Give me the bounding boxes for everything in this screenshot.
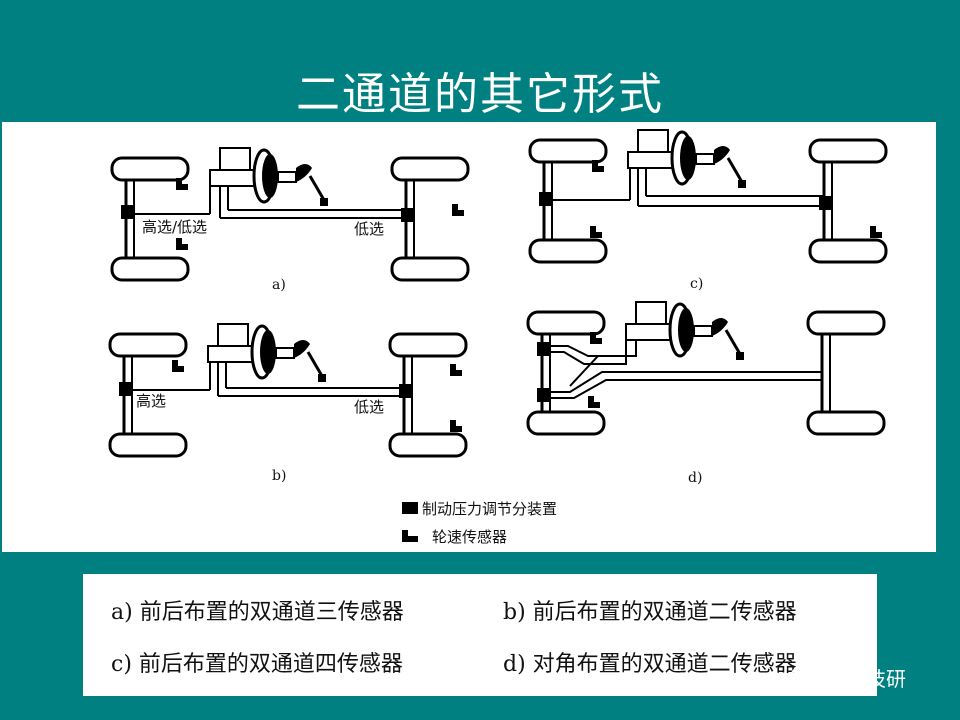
diagram-panel: 高选/低选 低选 a) 高选 低选 b) <box>2 122 936 552</box>
diagram-a-sublabel: a) <box>272 277 286 293</box>
sensor-legend-swatch <box>402 530 418 542</box>
caption-b: b) 前后布置的双通道二传感器 <box>503 600 797 625</box>
watermark: 汽车技研 <box>790 663 906 691</box>
diagram-b <box>108 322 468 458</box>
legend-sensor: 轮速传感器 <box>432 528 507 546</box>
diagram-b-sublabel: b) <box>272 468 286 484</box>
diagram-a-front-label: 高选/低选 <box>142 218 207 236</box>
diagram-a-rear-label: 低选 <box>354 220 384 238</box>
diagram-c-sublabel: c) <box>690 276 703 292</box>
diagram-d-sublabel: d) <box>688 470 702 486</box>
legend-modulator: 制动压力调节分装置 <box>422 500 557 518</box>
caption-a: a) 前后布置的双通道三传感器 <box>111 600 404 625</box>
diagram-b-front-label: 高选 <box>136 392 166 410</box>
caption-c: c) 前后布置的双通道四传感器 <box>111 652 403 677</box>
wechat-icon <box>791 666 819 688</box>
modulator-legend-swatch <box>402 502 418 514</box>
caption-d: d) 对角布置的双通道二传感器 <box>503 652 797 677</box>
watermark-text: 汽车技研 <box>826 666 906 691</box>
slide-title: 二通道的其它形式 <box>296 69 664 120</box>
abs-channel-diagrams: 高选/低选 低选 a) 高选 低选 b) <box>108 128 888 546</box>
diagram-d <box>526 300 886 436</box>
diagram-a <box>110 146 470 282</box>
diagram-b-rear-label: 低选 <box>354 398 384 416</box>
diagram-c <box>528 128 888 264</box>
caption-box: a) 前后布置的双通道三传感器 b) 前后布置的双通道二传感器 c) 前后布置的… <box>83 574 877 696</box>
